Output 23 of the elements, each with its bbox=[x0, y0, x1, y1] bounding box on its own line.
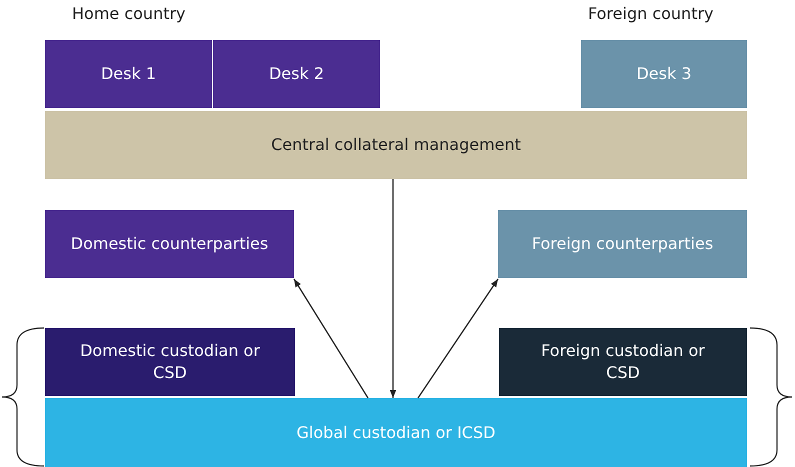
process-box bbox=[45, 398, 747, 467]
process-box bbox=[45, 40, 212, 108]
process-box bbox=[581, 40, 747, 108]
process-box bbox=[213, 40, 380, 108]
box-label: Desk 3 bbox=[636, 63, 692, 85]
arrow bbox=[390, 179, 396, 398]
process-box bbox=[498, 210, 747, 278]
process-box bbox=[45, 210, 294, 278]
region-label: Foreign country bbox=[588, 4, 714, 23]
process-box bbox=[45, 328, 295, 396]
box-label: Central collateral management bbox=[271, 134, 521, 156]
box-label: Desk 1 bbox=[100, 63, 156, 85]
box-label: Global custodian or ICSD bbox=[296, 422, 496, 444]
arrow bbox=[417, 278, 499, 398]
box-label: Domestic custodian or CSD bbox=[79, 340, 261, 384]
box-label: Foreign counterparties bbox=[532, 233, 714, 255]
box-label: Domestic counterparties bbox=[70, 233, 268, 255]
region-label: Home country bbox=[72, 4, 186, 23]
arrow bbox=[293, 278, 369, 398]
box-label: Foreign custodian or CSD bbox=[540, 340, 706, 384]
box-label: Desk 2 bbox=[268, 63, 324, 85]
process-box bbox=[45, 111, 747, 179]
process-box bbox=[499, 328, 747, 396]
